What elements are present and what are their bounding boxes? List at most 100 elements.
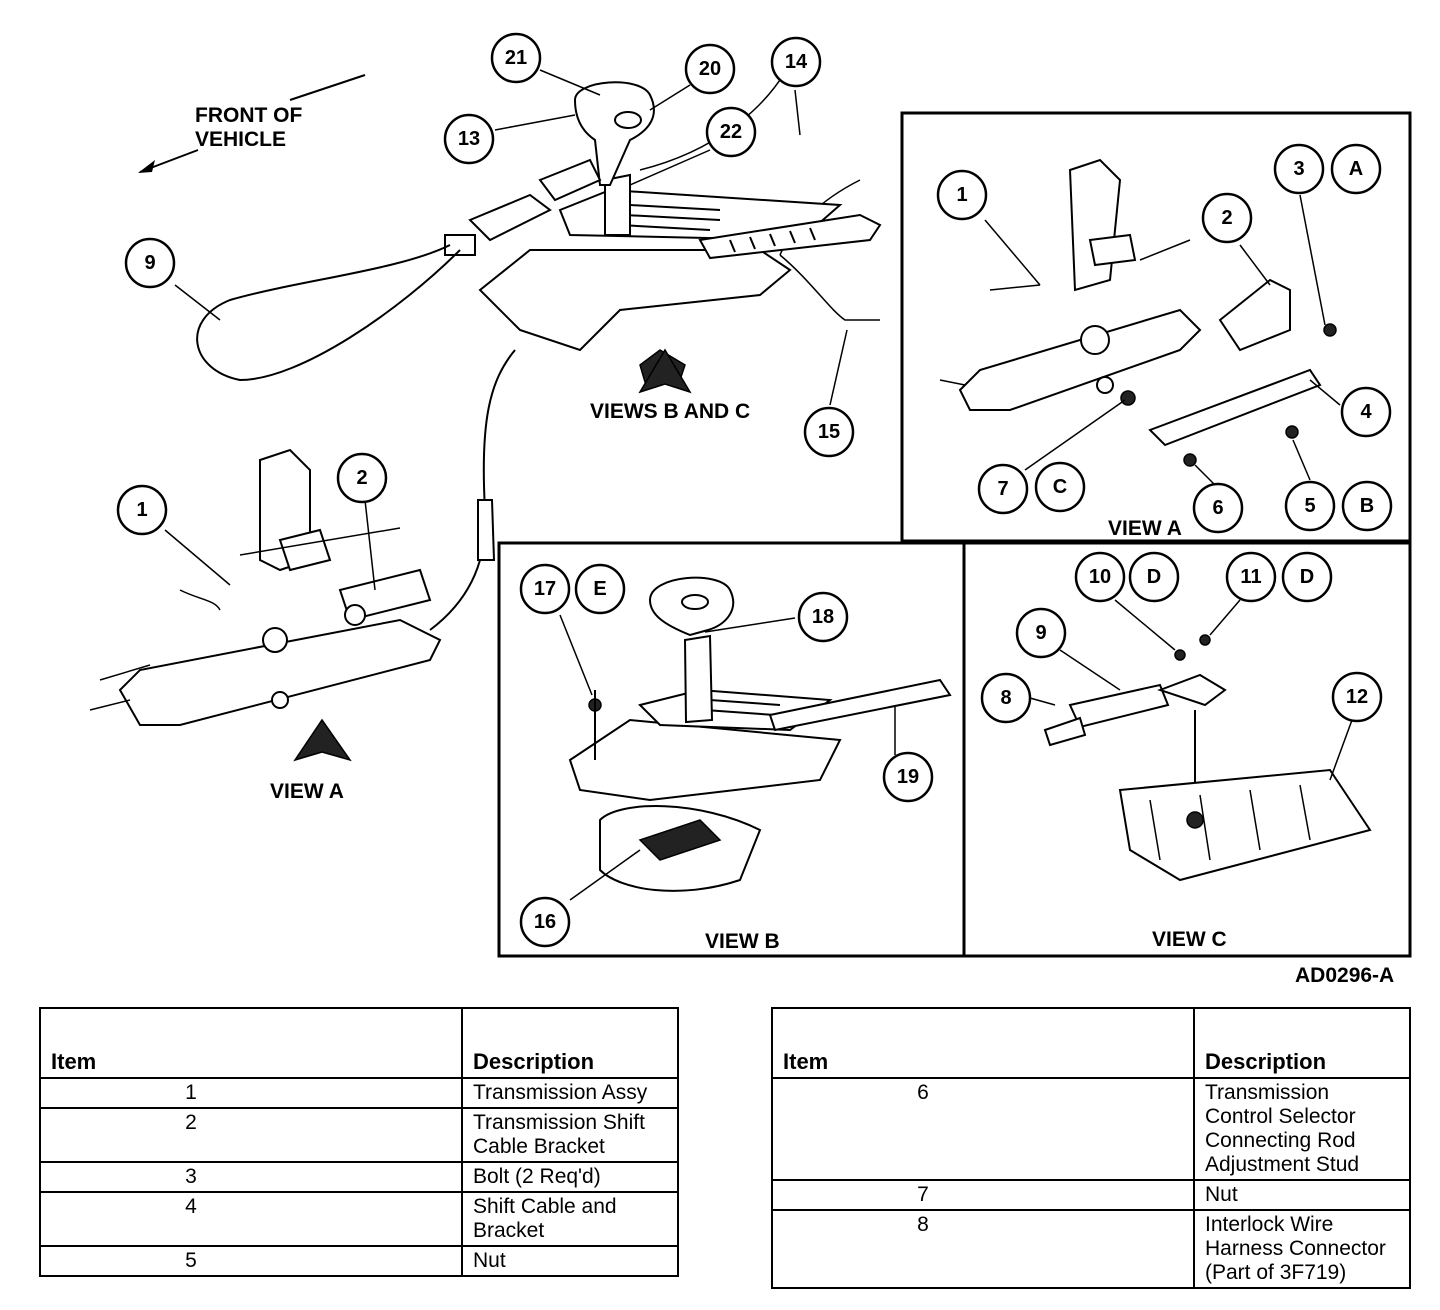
- svg-text:10: 10: [1089, 566, 1111, 588]
- svg-text:A: A: [1349, 158, 1363, 180]
- item-description: Transmission Control Selector Connecting…: [1193, 1077, 1411, 1181]
- item-number: 3: [39, 1161, 463, 1193]
- svg-text:5: 5: [1304, 495, 1315, 517]
- item-description: Transmission Assy: [461, 1077, 679, 1109]
- figure-code: AD0296-A: [1295, 964, 1394, 987]
- view-c-label: VIEW C: [1152, 928, 1227, 951]
- svg-text:1: 1: [956, 184, 967, 206]
- callout-a-letter-a: A: [1330, 143, 1382, 195]
- callout-b-16: 16: [519, 896, 571, 948]
- callout-22: 22: [705, 106, 757, 158]
- views-b-c-direction-arrow: [638, 348, 692, 394]
- svg-text:9: 9: [144, 252, 155, 274]
- svg-text:18: 18: [812, 606, 834, 628]
- leader-lines: [164, 69, 1353, 901]
- svg-text:D: D: [1147, 566, 1161, 588]
- callout-2: 2: [336, 452, 388, 504]
- callout-b-letter-e: E: [574, 563, 626, 615]
- callout-14: 14: [770, 36, 822, 88]
- col-description-header: Description: [461, 1007, 679, 1079]
- callout-13: 13: [443, 113, 495, 165]
- svg-text:E: E: [593, 578, 606, 600]
- col-item-header: Item: [771, 1007, 1195, 1079]
- callout-21: 21: [490, 32, 542, 84]
- table-header: Item Description: [39, 1007, 679, 1079]
- callout-c-10: 10: [1074, 551, 1126, 603]
- svg-text:2: 2: [1221, 207, 1232, 229]
- callout-a-3: 3: [1273, 143, 1325, 195]
- svg-text:14: 14: [785, 51, 808, 73]
- view-a-frame: [900, 111, 1412, 543]
- col-description-header: Description: [1193, 1007, 1411, 1079]
- callout-a-1: 1: [936, 169, 988, 221]
- callout-15: 15: [803, 406, 855, 458]
- svg-text:13: 13: [458, 128, 480, 150]
- callout-c-12: 12: [1331, 671, 1383, 723]
- svg-text:20: 20: [699, 58, 721, 80]
- callout-b-19: 19: [882, 751, 934, 803]
- table-header: Item Description: [771, 1007, 1411, 1079]
- svg-text:4: 4: [1360, 401, 1372, 423]
- item-number: 7: [771, 1179, 1195, 1211]
- svg-text:17: 17: [534, 578, 556, 600]
- front-of-vehicle-line1: FRONT OF: [195, 104, 302, 127]
- item-number: 6: [771, 1077, 1195, 1181]
- callouts-main: 21 20 14 13 22 9 15 1 2: [116, 32, 855, 536]
- svg-text:C: C: [1053, 476, 1067, 498]
- svg-text:B: B: [1360, 495, 1374, 517]
- svg-text:3: 3: [1293, 158, 1304, 180]
- view-a-transmission: [939, 158, 1337, 467]
- svg-text:6: 6: [1212, 497, 1223, 519]
- main-transmission: [89, 448, 442, 726]
- item-number: 2: [39, 1107, 463, 1163]
- item-description: Transmission Shift Cable Bracket: [461, 1107, 679, 1163]
- svg-text:7: 7: [997, 478, 1008, 500]
- callouts-view-b: 17 E 18 19 16: [519, 563, 934, 948]
- item-description: Bolt (2 Req'd): [461, 1161, 679, 1193]
- svg-text:2: 2: [356, 467, 367, 489]
- item-number: 8: [771, 1209, 1195, 1289]
- callouts-view-a: 1 2 3 A 4 7 C 6 5 B: [936, 143, 1393, 534]
- exploded-diagram: FRONT OF VEHICLE: [89, 32, 1412, 987]
- view-c-frame: [962, 541, 1412, 958]
- svg-text:12: 12: [1346, 686, 1368, 708]
- item-description: Nut: [461, 1245, 679, 1277]
- callouts-view-c: 10 D 11 D 9 8 12: [980, 551, 1383, 724]
- callout-a-letter-c: C: [1034, 461, 1086, 513]
- callout-a-2: 2: [1201, 192, 1253, 244]
- item-number: 1: [39, 1077, 463, 1109]
- view-a-inset-label: VIEW A: [1108, 517, 1182, 540]
- item-number: 4: [39, 1191, 463, 1247]
- item-description: Shift Cable and Bracket: [461, 1191, 679, 1247]
- svg-text:19: 19: [897, 766, 919, 788]
- svg-text:22: 22: [720, 121, 742, 143]
- svg-text:11: 11: [1240, 566, 1261, 588]
- callout-a-7: 7: [977, 463, 1029, 515]
- svg-text:21: 21: [505, 47, 527, 69]
- svg-text:8: 8: [1000, 687, 1011, 709]
- callout-b-17: 17: [519, 563, 571, 615]
- col-item-header: Item: [39, 1007, 463, 1079]
- callout-1: 1: [116, 484, 168, 536]
- item-description: Nut: [1193, 1179, 1411, 1211]
- svg-text:1: 1: [136, 499, 147, 521]
- item-description: Interlock Wire Harness Connector (Part o…: [1193, 1209, 1411, 1289]
- callout-c-letter-d-1: D: [1128, 551, 1180, 603]
- svg-text:9: 9: [1035, 622, 1046, 644]
- view-a-main-label: VIEW A: [270, 780, 344, 803]
- callout-b-18: 18: [797, 591, 849, 643]
- front-of-vehicle-arrow: [138, 74, 366, 173]
- view-a-direction-arrow: [293, 718, 352, 762]
- front-of-vehicle-line2: VEHICLE: [195, 128, 286, 151]
- callout-a-4: 4: [1340, 386, 1392, 438]
- callout-a-letter-b: B: [1341, 480, 1393, 532]
